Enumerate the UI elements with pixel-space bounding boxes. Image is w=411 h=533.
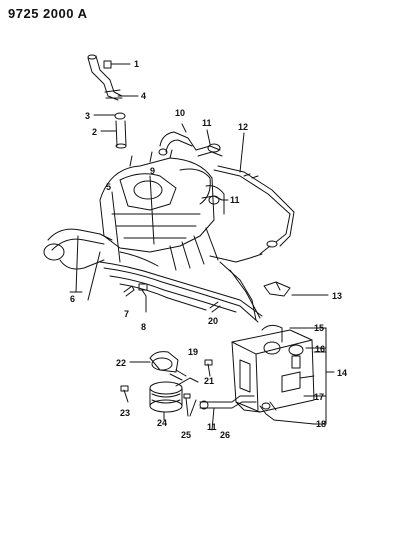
callout-4: 4 (141, 91, 146, 101)
control-box-14-drawing (231, 324, 315, 413)
callout-11: 11 (202, 118, 212, 128)
bolt-20-drawing (209, 301, 221, 313)
callout-21: 21 (204, 376, 214, 386)
diagram-code: 9725 2000 A (8, 6, 88, 21)
clamp-3-drawing (93, 112, 126, 120)
callout-10: 10 (175, 108, 185, 118)
callout-13: 13 (332, 291, 342, 301)
callout-7: 7 (124, 309, 129, 319)
callout-5: 5 (106, 182, 111, 192)
callout-19: 19 (188, 347, 198, 357)
leader-5 (111, 191, 121, 263)
callout-17: 17 (314, 392, 324, 402)
callout-labels: 1 4 3 2 10 11 12 9 5 11 6 13 7 8 20 15 1… (70, 59, 347, 440)
clamp-1-drawing (103, 60, 131, 69)
hose-4-drawing (87, 54, 123, 101)
clip-13-drawing (263, 281, 329, 297)
vacuum-line-12-drawing (213, 132, 295, 255)
leader-6 (87, 251, 101, 301)
hose-11-top-drawing (195, 129, 223, 157)
callout-14: 14 (337, 368, 347, 378)
callout-6: 6 (70, 294, 75, 304)
connector-10-drawing (158, 123, 197, 156)
hoses-18-drawing (259, 401, 315, 425)
canister-24-drawing (149, 377, 199, 421)
callout-22: 22 (116, 358, 126, 368)
solenoid-22-drawing (129, 351, 187, 381)
callout-23: 23 (120, 408, 130, 418)
left-hoses-drawing (43, 228, 113, 293)
harness-drawing (99, 227, 263, 323)
callout-15: 15 (314, 323, 324, 333)
hose-26-drawing (189, 395, 257, 431)
callout-26: 26 (220, 430, 230, 440)
callout-1: 1 (134, 59, 139, 69)
callout-9: 9 (150, 166, 155, 176)
bolt-8-drawing (138, 283, 148, 313)
callout-11: 11 (207, 422, 217, 432)
callout-24: 24 (157, 418, 167, 428)
leader-9 (149, 175, 155, 245)
callout-8: 8 (141, 322, 146, 332)
bolt-23-drawing (120, 385, 129, 403)
callout-3: 3 (85, 111, 90, 121)
engine-drawing (99, 149, 225, 253)
callout-12: 12 (238, 122, 248, 132)
callout-16: 16 (315, 344, 325, 354)
hose-11-mid-drawing (201, 195, 229, 205)
callout-20: 20 (208, 316, 218, 326)
callout-25: 25 (181, 430, 191, 440)
bolt-21-drawing (204, 359, 213, 377)
bolt-25-drawing (183, 393, 191, 417)
bolt-7-drawing (123, 285, 135, 297)
callout-18: 18 (316, 419, 326, 429)
hose-2-drawing (100, 120, 127, 149)
callout-11: 11 (230, 195, 240, 205)
callout-2: 2 (92, 127, 97, 137)
